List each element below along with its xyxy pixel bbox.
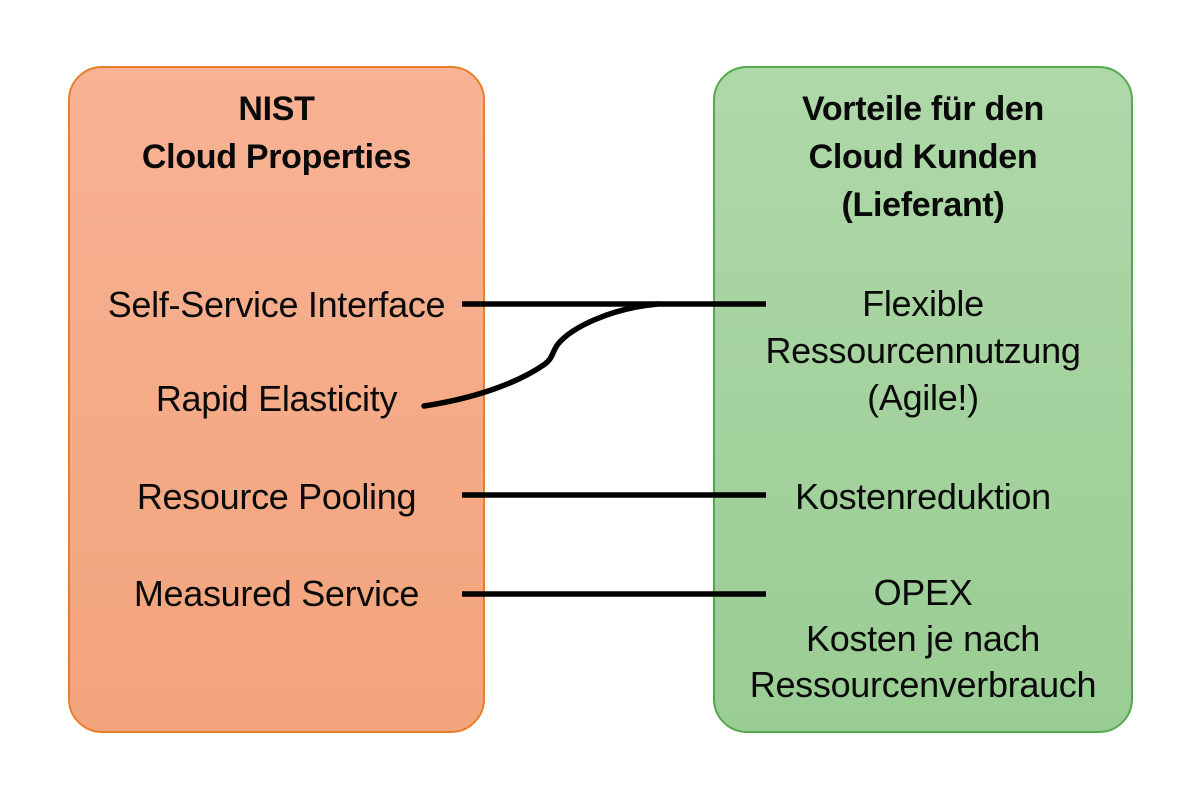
right-box-title-line-2: Cloud Kunden [808, 138, 1038, 176]
left-box-title-line-2: Cloud Properties [141, 138, 412, 176]
benefit-kostenreduktion: Kostenreduktion [795, 476, 1051, 517]
nist-cloud-properties-box: NIST Cloud Properties Self-Service Inter… [68, 66, 485, 733]
benefit-flexible-line-3: (Agile!) [867, 377, 979, 418]
benefit-flexible-line-2: Ressourcennutzung [765, 330, 1081, 371]
item-rapid-elasticity: Rapid Elasticity [155, 378, 398, 419]
vorteile-cloud-kunden-box: Vorteile für den Cloud Kunden (Lieferant… [713, 66, 1133, 733]
item-self-service-interface: Self-Service Interface [107, 284, 446, 325]
left-box-title-line-1: NIST [238, 90, 315, 128]
benefit-flexible-line-1: Flexible [862, 283, 984, 324]
right-box-title-line-3: (Lieferant) [841, 186, 1005, 224]
benefit-opex-line-3: Ressourcenverbrauch [749, 664, 1097, 705]
item-resource-pooling: Resource Pooling [136, 476, 417, 517]
benefit-opex-line-2: Kosten je nach [806, 618, 1040, 659]
benefit-opex-line-1: OPEX [873, 572, 973, 613]
item-measured-service: Measured Service [133, 573, 420, 614]
right-box-title-line-1: Vorteile für den [801, 90, 1045, 128]
